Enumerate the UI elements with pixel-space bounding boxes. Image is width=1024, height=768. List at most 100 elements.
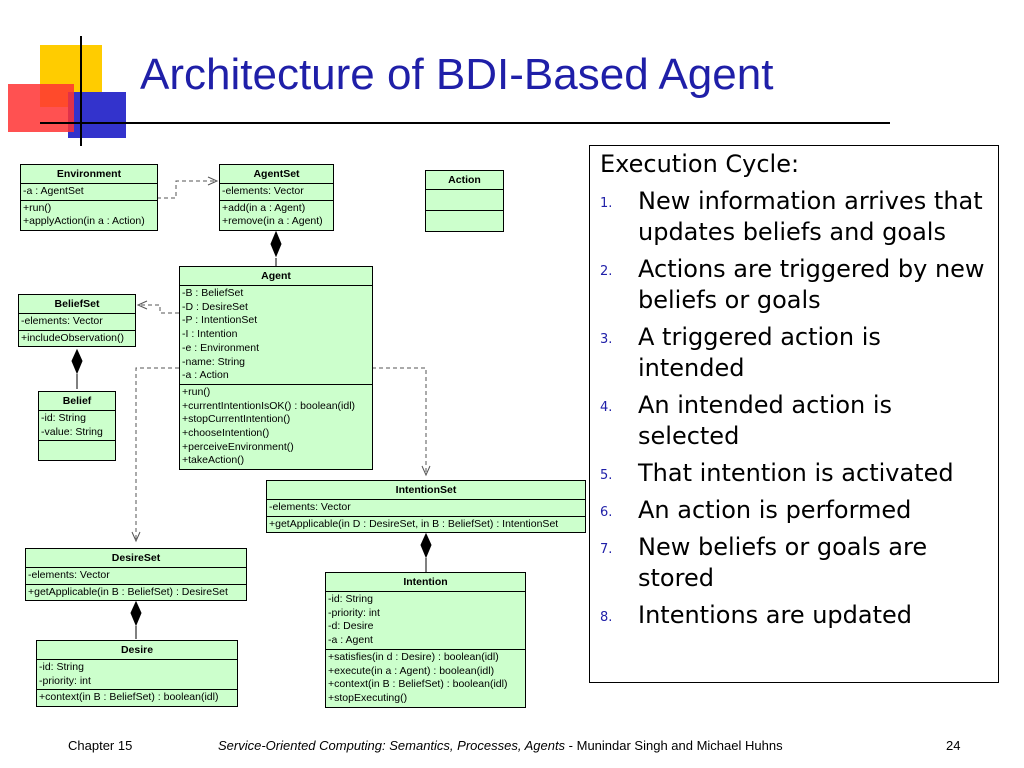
step-text: New beliefs or goals are stored	[638, 533, 928, 592]
agent-beliefset-dependency	[140, 304, 179, 314]
attribute: -value: String	[41, 425, 103, 438]
method: +takeAction()	[182, 454, 245, 467]
list-item: 6.An action is performed	[590, 495, 988, 526]
intentionset-intention-diamond	[420, 532, 432, 559]
attribute: -elements: Vector	[28, 569, 110, 581]
deco-vertical-line	[80, 36, 82, 146]
attributes: -id: String -priority: int -d: Desire -a…	[326, 592, 525, 650]
class-agent: Agent -B : BeliefSet -D : DesireSet -P :…	[179, 266, 373, 471]
attribute: -elements: Vector	[21, 315, 103, 327]
method: +stopCurrentIntention()	[182, 413, 291, 426]
methods: +getApplicable(in B : BeliefSet) : Desir…	[26, 585, 246, 601]
footer-chapter: Chapter 15	[68, 738, 133, 753]
attribute: -id: String	[41, 412, 86, 424]
attribute: -a : Action	[182, 369, 229, 382]
list-item: 8. Intentions are updated	[590, 600, 988, 631]
class-name: Environment	[21, 165, 157, 184]
desireset-desire-diamond	[130, 600, 142, 627]
env-agentset-arrowhead	[207, 176, 219, 186]
page-title: Architecture of BDI-Based Agent	[140, 50, 774, 99]
class-agentset: AgentSet -elements: Vector +add(in a : A…	[219, 164, 334, 232]
list-item: 4. An intended action is selected	[590, 390, 988, 452]
attributes: -elements: Vector	[220, 184, 333, 201]
method: +includeObservation()	[21, 331, 125, 344]
methods: +includeObservation()	[19, 331, 135, 347]
method: +context(in B : BeliefSet) : boolean(idl…	[328, 678, 508, 691]
class-name: Agent	[180, 267, 372, 286]
list-item: 7.New beliefs or goals are stored	[590, 532, 988, 594]
step-text: Intentions are updated	[638, 601, 913, 629]
class-name: Belief	[39, 392, 115, 411]
step-text: A triggered action is intended	[638, 323, 881, 382]
agent-intentionset-arrowhead	[421, 465, 431, 477]
step-text: An intended action is selected	[638, 391, 893, 450]
attribute: -e : Environment	[182, 341, 260, 354]
step-text: That intention is activated	[638, 459, 954, 487]
step-number: 3.	[600, 332, 613, 347]
attribute: -elements: Vector	[222, 185, 304, 197]
attributes: -id: String -priority: int	[37, 660, 237, 691]
methods: +context(in B : BeliefSet) : boolean(idl…	[37, 690, 237, 706]
attribute: -B : BeliefSet	[182, 287, 244, 299]
agent-desireset-dependency	[135, 367, 179, 540]
attribute: -d: Desire	[328, 620, 374, 633]
deco-blue-square	[68, 92, 126, 138]
attribute: -priority: int	[328, 606, 380, 619]
class-name: Action	[426, 171, 503, 190]
step-number: 8.	[600, 610, 613, 625]
execution-cycle-list: 1. New information arrives that updates b…	[590, 186, 988, 637]
footer-authors: - Munindar Singh and Michael Huhns	[565, 738, 783, 753]
attributes: -id: String -value: String	[39, 411, 115, 442]
class-name: Intention	[326, 573, 525, 592]
class-intention: Intention -id: String -priority: int -d:…	[325, 572, 526, 708]
method: +getApplicable(in B : BeliefSet) : Desir…	[28, 585, 228, 598]
method: +satisfies(in d : Desire) : boolean(idl)	[328, 650, 499, 663]
attribute: -id: String	[328, 593, 373, 605]
attribute: -D : DesireSet	[182, 300, 248, 313]
deco-red-bar	[8, 84, 74, 132]
agentset-agent-diamond	[270, 230, 282, 258]
agent-intentionset-dependency	[372, 367, 427, 474]
method: +run()	[182, 385, 211, 398]
execution-cycle-title: Execution Cycle:	[600, 150, 800, 178]
methods	[39, 441, 115, 460]
class-action: Action	[425, 170, 504, 232]
step-number: 5.	[600, 468, 613, 483]
class-name: DesireSet	[26, 549, 246, 568]
methods: +satisfies(in d : Desire) : boolean(idl)…	[326, 650, 525, 707]
method: +chooseIntention()	[182, 427, 270, 440]
attribute: -name: String	[182, 355, 246, 368]
attribute: -id: String	[39, 661, 84, 673]
attribute: -priority: int	[39, 674, 91, 687]
methods: +getApplicable(in D : DesireSet, in B : …	[267, 517, 585, 533]
method: +add(in a : Agent)	[222, 201, 306, 214]
method: +execute(in a : Agent) : boolean(idl)	[328, 664, 495, 677]
attributes: -elements: Vector	[267, 500, 585, 517]
class-desireset: DesireSet -elements: Vector +getApplicab…	[25, 548, 247, 602]
attributes: -elements: Vector	[19, 314, 135, 331]
class-beliefset: BeliefSet -elements: Vector +includeObse…	[18, 294, 136, 348]
list-item: 5. That intention is activated	[590, 458, 988, 489]
method: +run()	[23, 201, 52, 214]
attribute: -P : IntentionSet	[182, 314, 258, 327]
method: +currentIntentionIsOK() : boolean(idl)	[182, 399, 356, 412]
class-intentionset: IntentionSet -elements: Vector +getAppli…	[266, 480, 586, 534]
step-text: New information arrives that updates bel…	[638, 187, 983, 246]
attributes	[426, 190, 503, 211]
method: +context(in B : BeliefSet) : boolean(idl…	[39, 691, 219, 704]
step-text: Actions are triggered by new beliefs or …	[638, 255, 985, 314]
footer-citation: Service-Oriented Computing: Semantics, P…	[218, 738, 783, 753]
list-item: 2. Actions are triggered by new beliefs o…	[590, 254, 988, 316]
corner-decoration	[0, 0, 140, 150]
class-desire: Desire -id: String -priority: int +conte…	[36, 640, 238, 708]
class-name: BeliefSet	[19, 295, 135, 314]
class-environment: Environment -a : AgentSet +run() +applyA…	[20, 164, 158, 232]
step-number: 2.	[600, 264, 613, 279]
methods: +run() +applyAction(in a : Action)	[21, 201, 157, 230]
execution-cycle-box: Execution Cycle: 1. New information arriv…	[589, 145, 999, 683]
title-underline	[40, 122, 890, 124]
attributes: -B : BeliefSet -D : DesireSet -P : Inten…	[180, 286, 372, 385]
step-number: 1.	[600, 196, 613, 211]
step-number: 4.	[600, 400, 613, 415]
